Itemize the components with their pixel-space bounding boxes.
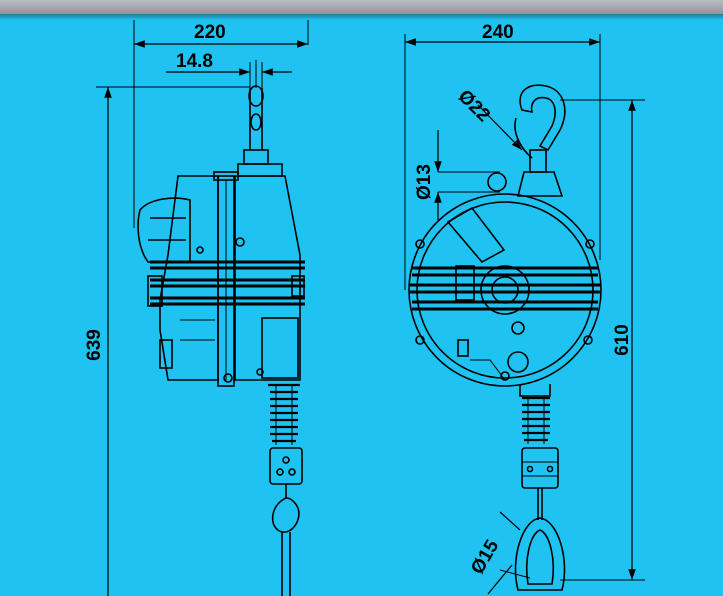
side-view bbox=[137, 60, 305, 596]
dim-220-label: 220 bbox=[194, 22, 226, 43]
front-dimensions bbox=[404, 34, 645, 595]
top-frame-bar bbox=[0, 0, 723, 14]
front-spring bbox=[522, 396, 550, 444]
front-cable-stopper bbox=[521, 447, 559, 520]
side-spring bbox=[268, 383, 300, 445]
dim-240-label: 240 bbox=[482, 22, 514, 43]
dim-14-8-label: 14.8 bbox=[176, 51, 213, 72]
dim-610-label: 610 bbox=[612, 324, 633, 356]
side-top-hook bbox=[243, 60, 269, 165]
dim-22-line bbox=[477, 104, 523, 151]
top-frame-shadow bbox=[0, 14, 723, 20]
front-top-hook bbox=[514, 84, 566, 197]
dim-15-line bbox=[487, 564, 513, 595]
side-body bbox=[137, 163, 305, 387]
front-housing bbox=[408, 193, 602, 397]
dim-15-label: Ø15 bbox=[467, 536, 503, 578]
side-bottom-hook bbox=[271, 497, 300, 596]
side-cable-stopper bbox=[269, 447, 303, 498]
front-ring bbox=[487, 172, 507, 192]
dim-15-line-upper bbox=[499, 511, 521, 531]
dim-22-label: Ø22 bbox=[454, 86, 494, 126]
dim-13-label: Ø13 bbox=[414, 164, 435, 200]
dim-639-label: 639 bbox=[84, 329, 105, 361]
front-view bbox=[408, 84, 602, 591]
front-carabiner bbox=[514, 517, 566, 591]
side-dimensions bbox=[96, 20, 309, 596]
